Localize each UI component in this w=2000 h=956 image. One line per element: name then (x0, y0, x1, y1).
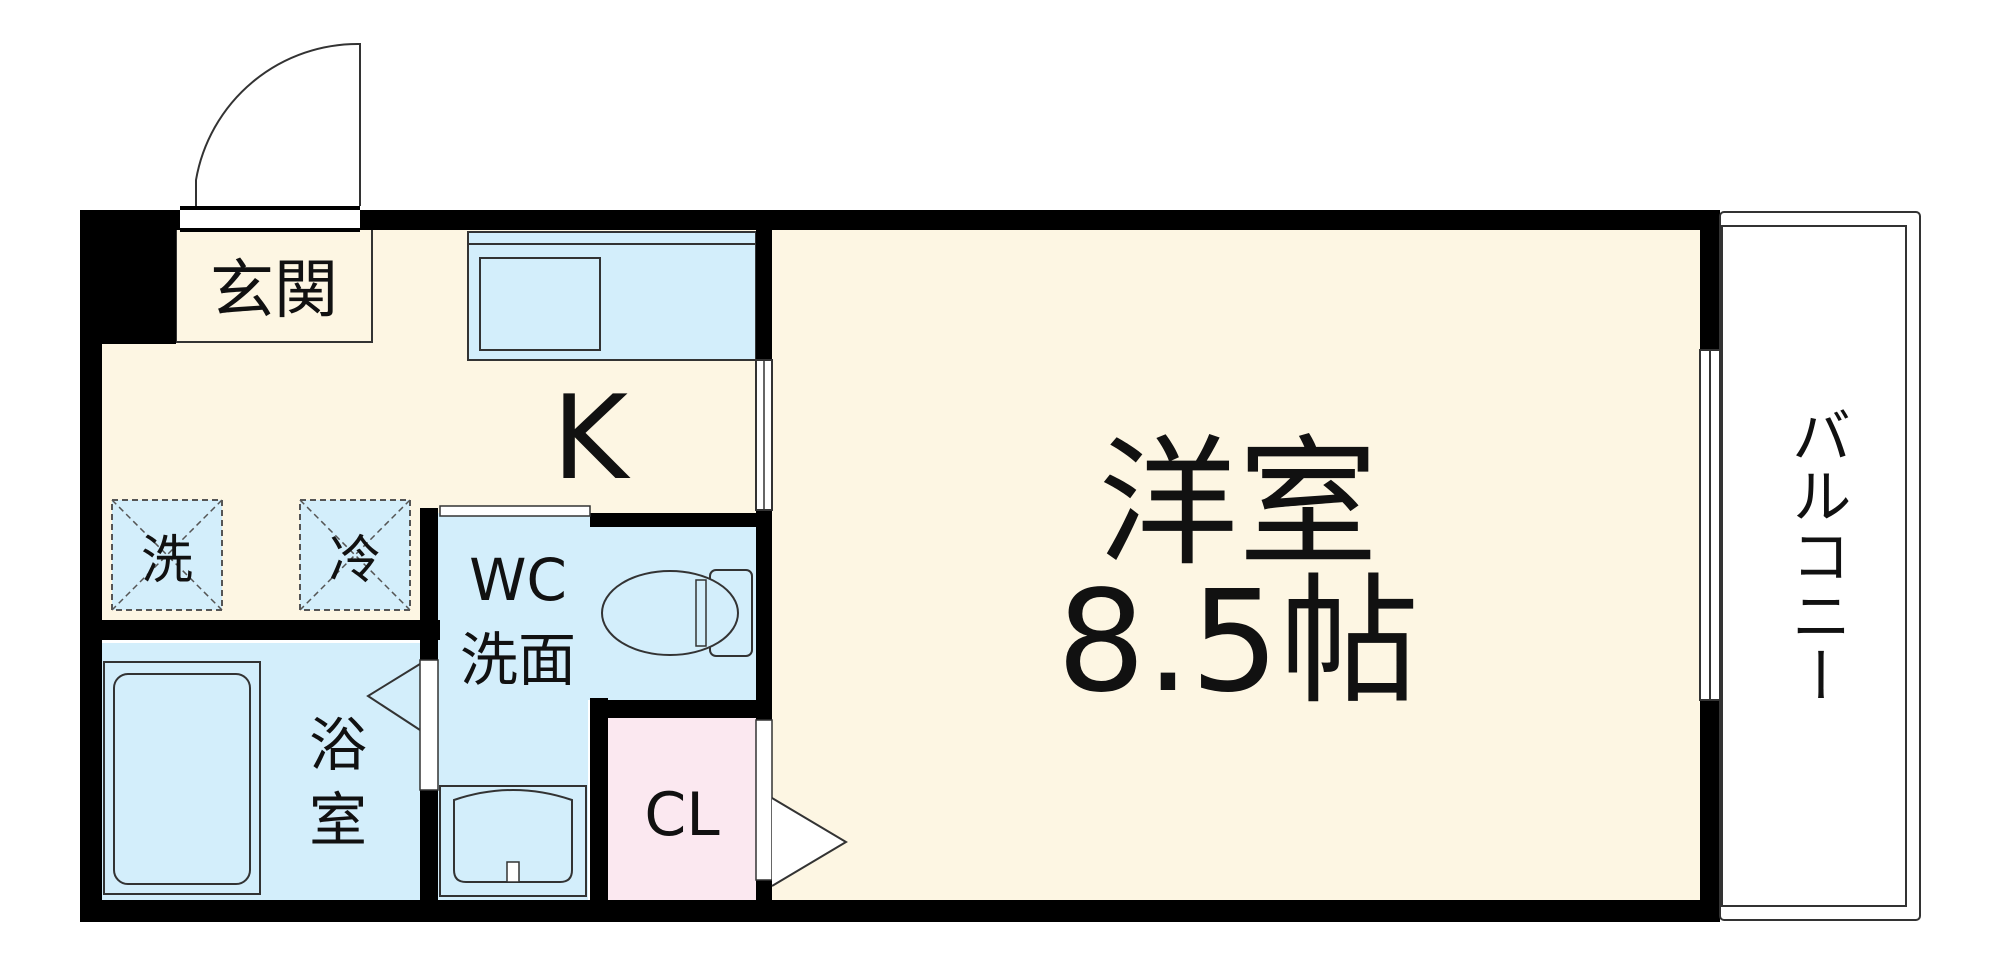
closet-label: CL (644, 780, 720, 850)
balcony-label: バルコニー (1781, 405, 1851, 705)
genkan-label: 玄関 (210, 254, 338, 328)
washroom-label: 洗面 (460, 626, 576, 694)
bath-door-swing (366, 663, 421, 731)
wash-basin (439, 785, 587, 897)
western-room-label: 洋室 (1098, 423, 1378, 586)
washer-label: 洗 (141, 531, 193, 591)
western-room-floor (770, 228, 1700, 900)
kitchen-sink (479, 257, 601, 351)
kitchen-label: K (552, 371, 631, 506)
washer-space (111, 499, 223, 611)
fridge-space (299, 499, 411, 611)
bath-label-2: 室 (309, 786, 367, 854)
western-room-size: 8.5帖 (1057, 561, 1420, 724)
bath-label-1: 浴 (309, 711, 367, 779)
entry-door-swing (195, 42, 361, 206)
walls (80, 210, 1720, 922)
toilet (601, 569, 753, 657)
closet-door-swing (771, 797, 848, 887)
fridge-label: 冷 (329, 531, 381, 591)
balcony (1719, 211, 1921, 921)
wc-label: WC (469, 546, 567, 614)
entrance-floor (175, 227, 373, 343)
closet-floor (608, 718, 756, 900)
